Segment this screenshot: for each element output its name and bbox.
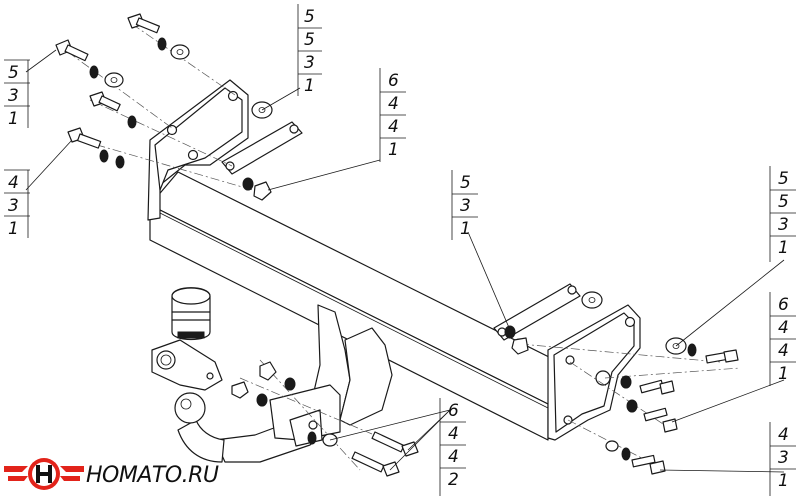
electrical-socket-plate xyxy=(151,339,223,391)
left-strap-plate xyxy=(221,121,303,175)
callout-label: 1 xyxy=(778,471,789,491)
callout-center-nut: 6 4 4 1 xyxy=(379,68,406,162)
callout-label: 3 xyxy=(8,86,19,106)
callout-label: 6 xyxy=(778,295,789,315)
callout-label: 3 xyxy=(778,448,789,468)
bolt xyxy=(67,127,102,149)
callout-label: 2 xyxy=(448,470,459,490)
right-bracket xyxy=(547,304,641,441)
tow-hook-neck xyxy=(214,304,393,463)
bolts xyxy=(55,13,739,477)
tow-ball xyxy=(174,392,225,463)
callout-label: 4 xyxy=(778,425,789,445)
callout-label: 6 xyxy=(448,401,459,421)
callout-right-top: 5 5 3 1 xyxy=(769,166,796,262)
callout-label: 4 xyxy=(388,117,399,137)
nuts-and-lock-washers xyxy=(89,37,697,461)
crossbar-beam xyxy=(149,171,576,441)
bolt xyxy=(89,91,121,112)
leader-lines xyxy=(25,49,785,473)
callout-label: 4 xyxy=(778,318,789,338)
callout-label: 6 xyxy=(388,71,399,91)
callout-label: 1 xyxy=(460,219,471,239)
bolt xyxy=(351,451,400,477)
bolt xyxy=(639,379,675,395)
logo-text: НОМАТО.RU xyxy=(86,463,219,488)
callout-top-left-a: 5 3 1 xyxy=(4,59,30,129)
callout-label: 5 xyxy=(778,192,789,212)
callout-label: 4 xyxy=(448,447,459,467)
callout-label: 3 xyxy=(304,53,315,73)
callout-label: 1 xyxy=(388,140,399,160)
callout-mid-bracket: 5 3 1 xyxy=(451,170,478,240)
callout-label: 1 xyxy=(8,109,19,129)
callout-label: 1 xyxy=(304,76,315,96)
callout-label: 5 xyxy=(304,7,315,27)
bolt xyxy=(55,39,89,62)
bolt xyxy=(631,454,666,475)
callout-label: 4 xyxy=(8,173,19,193)
electrical-socket xyxy=(171,287,211,341)
right-strap-plate xyxy=(493,283,581,341)
callout-top-left-b: 4 3 1 xyxy=(4,169,30,239)
callout-label: 1 xyxy=(8,219,19,239)
callout-label: 5 xyxy=(304,30,315,50)
callout-label: 5 xyxy=(8,63,19,83)
bolt xyxy=(705,349,739,364)
bolt xyxy=(643,407,678,433)
washers xyxy=(104,44,687,452)
callout-right-bottom: 4 3 1 xyxy=(769,422,796,496)
callout-label: 3 xyxy=(460,196,471,216)
callout-label: 4 xyxy=(448,424,459,444)
callout-bottom-center: 6 4 4 2 xyxy=(439,398,466,496)
callout-label: 5 xyxy=(778,169,789,189)
callout-label: 4 xyxy=(778,341,789,361)
homato-logo: НОМАТО.RU xyxy=(4,458,219,490)
callout-label: 3 xyxy=(778,215,789,235)
callout-label: 1 xyxy=(778,238,789,258)
callout-label: 3 xyxy=(8,196,19,216)
bolt xyxy=(127,13,160,34)
homato-wing-icon xyxy=(4,458,84,490)
callout-top-center: 5 5 3 1 xyxy=(297,4,322,96)
callout-label: 1 xyxy=(778,364,789,384)
callout-right-mid: 6 4 4 1 xyxy=(769,292,796,386)
callout-label: 4 xyxy=(388,94,399,114)
bolt xyxy=(371,431,419,457)
callout-label: 5 xyxy=(460,173,471,193)
